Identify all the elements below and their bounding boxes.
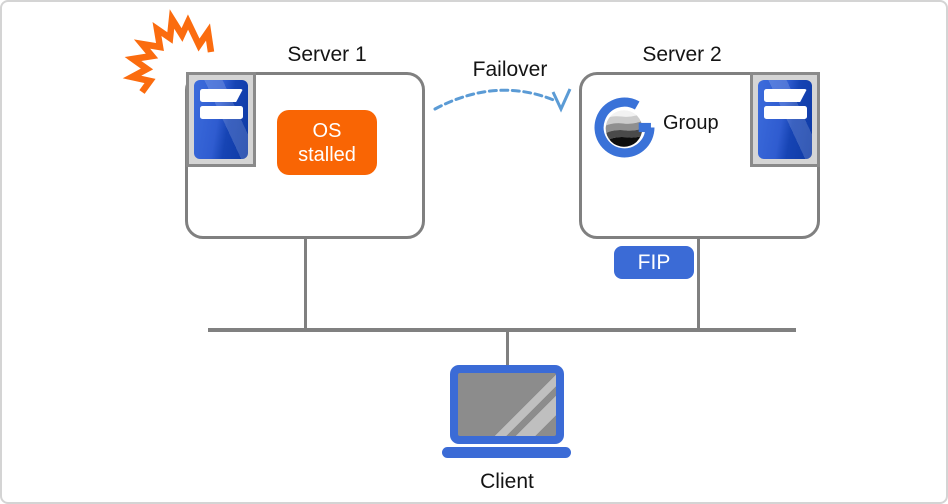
fip-badge: FIP <box>614 246 694 279</box>
group-label: Group <box>663 112 719 134</box>
server-slot <box>764 89 807 102</box>
server2-label: Server 2 <box>642 43 722 66</box>
os-stalled-line2: stalled <box>298 143 356 166</box>
laptop-screen <box>458 373 556 436</box>
server-tower <box>758 80 812 159</box>
fip-label: FIP <box>637 250 671 274</box>
failover-label: Failover <box>472 58 548 81</box>
server-tower <box>194 80 248 159</box>
cluster-group-logo-icon <box>594 97 655 158</box>
server-slot <box>200 106 243 119</box>
server2-tower-icon <box>750 72 820 167</box>
client-label: Client <box>480 470 534 493</box>
os-stalled-badge: OS stalled <box>277 110 377 175</box>
server1-link-line <box>304 239 307 330</box>
dashed-curved-arrow-icon <box>433 88 572 113</box>
crash-burst-icon <box>122 9 215 94</box>
client-link-line <box>506 332 509 366</box>
os-stalled-line1: OS <box>312 119 342 142</box>
server-slot <box>200 89 243 102</box>
network-bus-line <box>208 328 796 332</box>
laptop-icon <box>450 365 564 444</box>
laptop-base <box>442 447 571 458</box>
server1-label: Server 1 <box>287 43 367 66</box>
server-slot <box>764 106 807 119</box>
server1-tower-icon <box>186 72 256 167</box>
server2-link-line <box>697 239 700 330</box>
